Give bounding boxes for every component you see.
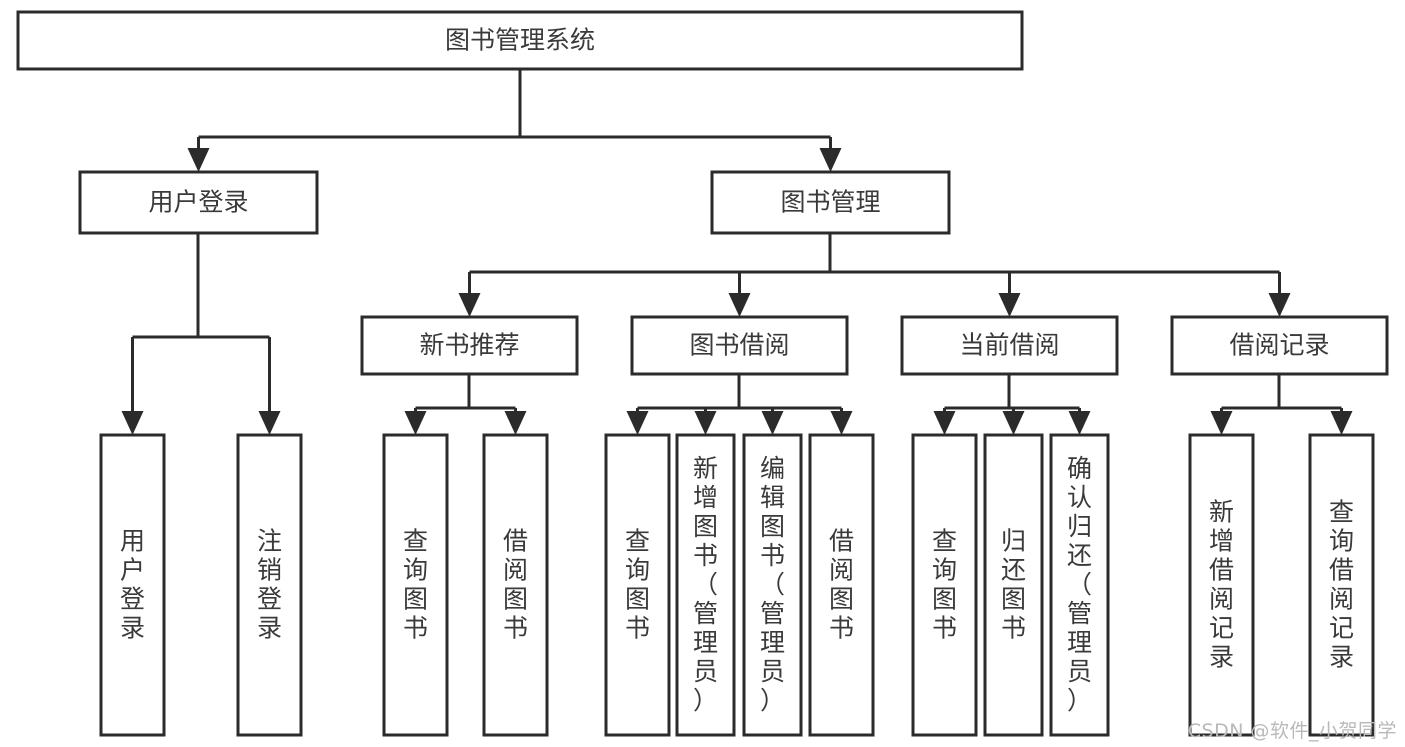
node-label: 查询图书 xyxy=(932,527,957,643)
node-leaf-query-book-2[interactable]: 查询图书 xyxy=(604,433,671,737)
node-box xyxy=(1049,433,1110,737)
node-leaf-add-book[interactable]: 新增图书（管理员） xyxy=(675,433,736,737)
node-current-loan[interactable]: 当前借阅 xyxy=(900,315,1119,376)
node-book-borrow[interactable]: 图书借阅 xyxy=(630,315,849,376)
node-user-login[interactable]: 用户登录 xyxy=(78,170,319,235)
node-root[interactable]: 图书管理系统 xyxy=(16,10,1024,71)
connector-layer xyxy=(121,69,1353,435)
node-leaf-query-record[interactable]: 查询借阅记录 xyxy=(1308,433,1375,737)
node-label: 新增借阅记录 xyxy=(1209,498,1234,672)
node-label: 新书推荐 xyxy=(419,331,519,360)
node-leaf-query-book-1[interactable]: 查询图书 xyxy=(382,433,449,737)
node-loan-record[interactable]: 借阅记录 xyxy=(1170,315,1389,376)
node-box xyxy=(482,433,549,737)
arrow-head-icon xyxy=(933,411,956,435)
connector-book-borrow xyxy=(626,374,853,435)
node-box xyxy=(808,433,875,737)
connector-current-loan xyxy=(933,374,1091,435)
node-leaf-return-book[interactable]: 归还图书 xyxy=(983,433,1044,737)
node-box xyxy=(911,433,978,737)
node-box xyxy=(675,433,736,737)
node-label: 编辑图书（管理员） xyxy=(760,454,785,715)
node-box xyxy=(1170,315,1389,376)
node-box xyxy=(382,433,449,737)
node-box xyxy=(360,315,579,376)
node-layer: 图书管理系统用户登录图书管理新书推荐图书借阅当前借阅借阅记录用户登录注销登录查询… xyxy=(16,10,1389,737)
node-box xyxy=(630,315,849,376)
node-leaf-add-record[interactable]: 新增借阅记录 xyxy=(1188,433,1255,737)
arrow-head-icon xyxy=(998,293,1021,317)
node-leaf-user-login[interactable]: 用户登录 xyxy=(99,433,166,737)
node-label: 查询借阅记录 xyxy=(1329,498,1354,672)
arrow-head-icon xyxy=(830,411,853,435)
node-leaf-query-book-3[interactable]: 查询图书 xyxy=(911,433,978,737)
arrow-head-icon xyxy=(761,411,784,435)
connector-new-book-rec xyxy=(404,374,527,435)
arrow-head-icon xyxy=(694,411,717,435)
node-label: 用户登录 xyxy=(148,188,248,217)
node-label: 查询图书 xyxy=(625,527,650,643)
node-box xyxy=(604,433,671,737)
arrow-head-icon xyxy=(504,411,527,435)
node-label: 借阅记录 xyxy=(1229,331,1329,360)
arrow-head-icon xyxy=(404,411,427,435)
node-box xyxy=(78,170,319,235)
node-box xyxy=(99,433,166,737)
arrow-head-icon xyxy=(1268,293,1291,317)
node-box xyxy=(1308,433,1375,737)
node-box xyxy=(710,170,951,235)
arrow-head-icon xyxy=(458,293,481,317)
node-book-manage[interactable]: 图书管理 xyxy=(710,170,951,235)
node-label: 图书管理 xyxy=(780,188,880,217)
node-new-book-rec[interactable]: 新书推荐 xyxy=(360,315,579,376)
csdn-watermark: CSDN @软件_小贺同学 xyxy=(1187,720,1397,742)
node-box xyxy=(900,315,1119,376)
node-label: 当前借阅 xyxy=(959,331,1059,360)
node-label: 查询图书 xyxy=(403,527,428,643)
node-box xyxy=(742,433,803,737)
arrow-head-icon xyxy=(1210,411,1233,435)
node-leaf-borrow-book-2[interactable]: 借阅图书 xyxy=(808,433,875,737)
arrow-head-icon xyxy=(626,411,649,435)
arrow-head-icon xyxy=(121,411,144,435)
node-label: 图书借阅 xyxy=(689,331,789,360)
node-box xyxy=(16,10,1024,71)
node-label: 归还图书 xyxy=(1001,527,1026,643)
node-label: 借阅图书 xyxy=(829,527,854,643)
node-label: 用户登录 xyxy=(120,527,145,643)
node-box xyxy=(983,433,1044,737)
connector-user-login xyxy=(121,233,281,435)
connector-root xyxy=(187,69,842,172)
node-leaf-logout[interactable]: 注销登录 xyxy=(236,433,303,737)
node-leaf-edit-book[interactable]: 编辑图书（管理员） xyxy=(742,433,803,737)
node-label: 确认归还（管理员） xyxy=(1067,454,1092,715)
connector-book-manage xyxy=(458,233,1291,317)
node-label: 注销登录 xyxy=(257,527,282,643)
node-label: 借阅图书 xyxy=(503,527,528,643)
arrow-head-icon xyxy=(258,411,281,435)
node-label: 图书管理系统 xyxy=(445,26,595,55)
node-leaf-confirm-return[interactable]: 确认归还（管理员） xyxy=(1049,433,1110,737)
node-leaf-borrow-book-1[interactable]: 借阅图书 xyxy=(482,433,549,737)
arrow-head-icon xyxy=(187,148,210,172)
node-label: 新增图书（管理员） xyxy=(693,454,718,715)
node-box xyxy=(1188,433,1255,737)
connector-loan-record xyxy=(1210,374,1353,435)
node-box xyxy=(236,433,303,737)
arrow-head-icon xyxy=(1068,411,1091,435)
arrow-head-icon xyxy=(819,148,842,172)
arrow-head-icon xyxy=(1002,411,1025,435)
arrow-head-icon xyxy=(728,293,751,317)
arrow-head-icon xyxy=(1330,411,1353,435)
